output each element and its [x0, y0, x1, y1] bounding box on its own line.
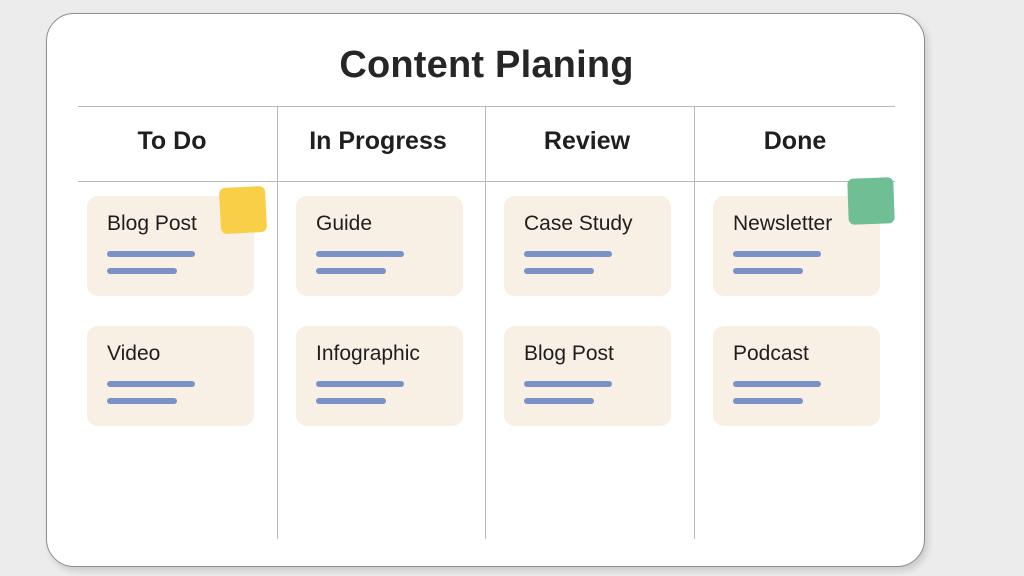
card-detail-lines [316, 381, 463, 404]
card-line-short [316, 398, 386, 404]
card-line-long [733, 381, 821, 387]
column-header-todo[interactable]: To Do [137, 127, 207, 155]
card-blog-post-review[interactable]: Blog Post [504, 326, 671, 426]
header-rule-top [78, 106, 895, 108]
card-detail-lines [107, 381, 254, 404]
card-line-short [524, 398, 594, 404]
sticky-note-green-icon[interactable] [847, 177, 895, 225]
card-detail-lines [524, 251, 671, 274]
card-line-long [316, 251, 404, 257]
card-line-long [316, 381, 404, 387]
card-detail-lines [316, 251, 463, 274]
card-line-short [107, 398, 177, 404]
card-detail-lines [733, 251, 880, 274]
card-line-short [733, 398, 803, 404]
column-divider-3 [694, 106, 696, 539]
card-detail-lines [107, 251, 254, 274]
card-title: Case Study [524, 212, 633, 235]
card-line-long [524, 381, 612, 387]
card-newsletter[interactable]: Newsletter [713, 177, 895, 296]
column-in-progress: Guide Infographic [296, 196, 476, 456]
card-line-long [107, 251, 195, 257]
card-case-study[interactable]: Case Study [504, 196, 671, 296]
column-divider-1 [277, 106, 279, 539]
card-title: Newsletter [733, 212, 833, 235]
card-line-short [107, 268, 177, 274]
card-infographic[interactable]: Infographic [296, 326, 463, 426]
card-line-long [733, 251, 821, 257]
card-line-long [524, 251, 612, 257]
card-podcast[interactable]: Podcast [713, 326, 880, 426]
card-detail-lines [524, 381, 671, 404]
sticky-note-yellow-icon[interactable] [218, 185, 268, 235]
card-blog-post-todo[interactable]: Blog Post [87, 185, 268, 296]
card-title: Guide [316, 212, 373, 235]
card-guide[interactable]: Guide [296, 196, 463, 296]
column-header-in-progress[interactable]: In Progress [309, 127, 447, 155]
card-title: Podcast [733, 342, 809, 365]
column-done: Newsletter Podcast [713, 177, 895, 456]
card-detail-lines [733, 381, 880, 404]
card-video[interactable]: Video [87, 326, 254, 426]
column-todo: Blog Post Video [87, 185, 268, 456]
card-title: Infographic [316, 342, 420, 365]
card-line-short [316, 268, 386, 274]
column-header-review[interactable]: Review [543, 127, 631, 155]
card-line-short [733, 268, 803, 274]
card-title: Video [107, 342, 161, 365]
column-divider-2 [485, 106, 487, 539]
card-line-long [107, 381, 195, 387]
kanban-board: Content Planing To Do In Progress Review… [46, 13, 925, 567]
card-title: Blog Post [107, 212, 197, 235]
header-rule-bottom [78, 181, 895, 183]
column-header-done[interactable]: Done [763, 127, 827, 155]
card-title: Blog Post [524, 342, 614, 365]
page-title: Content Planing [339, 44, 634, 86]
card-line-short [524, 268, 594, 274]
column-review: Case Study Blog Post [504, 196, 684, 456]
